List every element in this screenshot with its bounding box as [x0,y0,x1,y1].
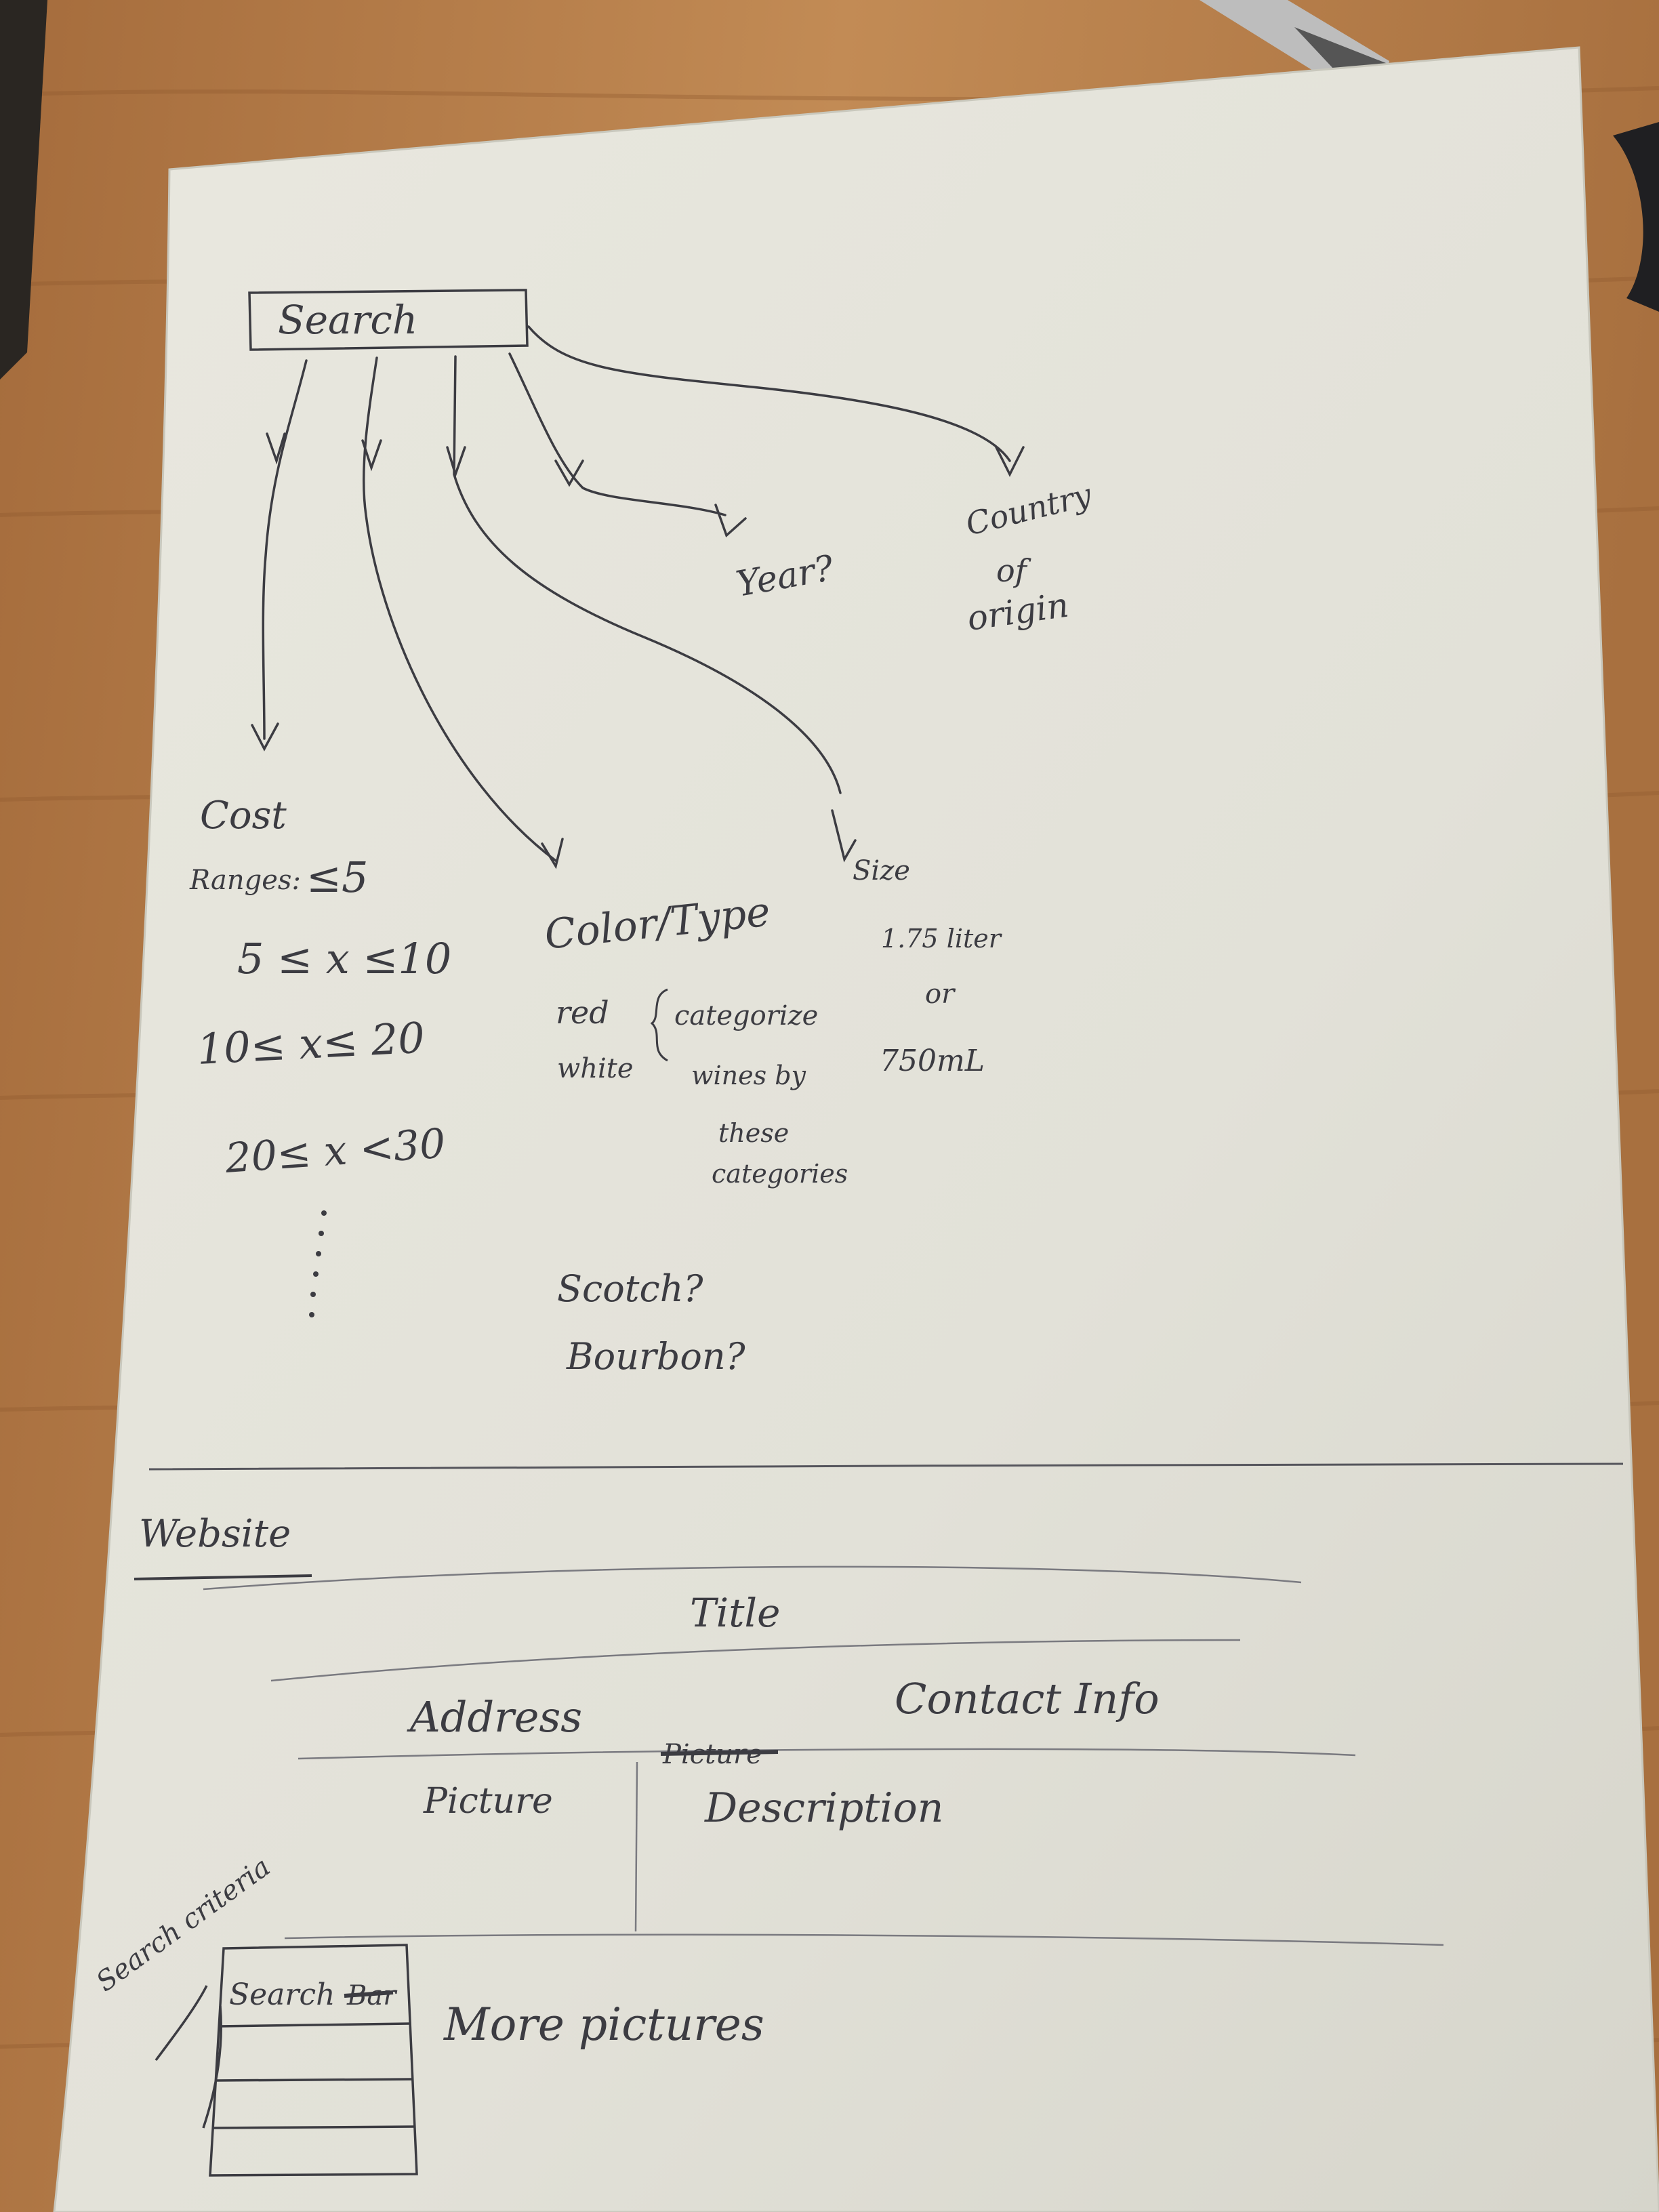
website-picture: Picture [423,1781,553,1822]
more-pictures: More pictures [443,1999,764,2051]
search-box [248,289,529,351]
size-option: 750mL [880,1044,985,1078]
section-divider [148,1462,1624,1471]
cost-range: 5 ≤ x ≤10 [237,934,451,983]
color-option: red [556,994,609,1031]
strikethrough [344,1990,394,1998]
brace [650,988,668,1062]
desk-object [1613,122,1659,312]
arrow-year [508,352,726,516]
color-extra: Scotch? [557,1267,703,1310]
cost-range: ≤5 [306,853,368,902]
cost-heading: Cost [200,794,287,838]
color-note: wines by [691,1061,806,1090]
search-box-label: Search [278,297,417,343]
size-heading: Size [853,855,910,886]
arrow-cost [262,359,308,740]
website-title: Title [690,1590,780,1636]
paper-sheet [53,46,1659,2212]
arrow-size [453,355,842,794]
size-option: or [925,979,956,1010]
cost-range: 10≤ x≤ 20 [196,1012,426,1073]
arrow-country [527,325,1011,462]
heading-underline [134,1574,312,1580]
shadow-corner [0,0,47,380]
color-note: categorize [674,1000,818,1031]
color-extra: Bourbon? [566,1335,746,1378]
website-address: Address [407,1692,582,1742]
ellipsis-dots [309,1210,327,1317]
website-heading: Website [139,1512,291,1556]
website-description: Description [704,1784,943,1832]
arrow-color [362,356,557,862]
website-contact: Contact Info [895,1674,1160,1723]
size-option: 1.75 liter [881,924,1003,954]
cost-ranges-label: Ranges: [189,865,301,896]
strikethrough [660,1750,779,1756]
size-branch: Size 1.75 liter or 750mL [853,855,1003,1078]
color-note: categories [712,1159,848,1189]
svg-text:of: of [996,552,1031,589]
search-tree-lines [248,289,1025,869]
layout-lines [203,1565,1444,1946]
search-bar-label: Search [229,1978,335,2012]
color-note: these [718,1118,789,1148]
search-list-box [155,1944,418,2177]
color-option: white [557,1053,634,1084]
color-type-branch: Color/Type red white categorize wines by… [542,888,848,1378]
